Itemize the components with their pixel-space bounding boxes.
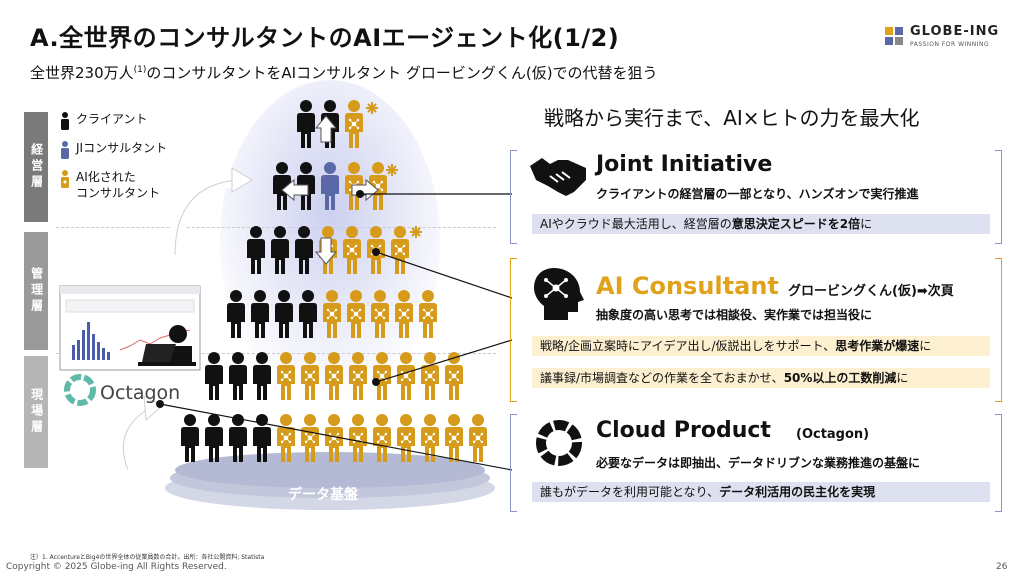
cloud-product-desc: 必要なデータは即抽出、データドリブンな業務推進の基盤に — [596, 456, 921, 470]
globe-ing-logo: GLOBE-ING PASSION FOR WINNING — [884, 22, 1004, 54]
ai-consultant-title-suffix: グロービングくん(仮)➡次頁 — [788, 284, 954, 299]
ai-brain-head-icon — [534, 268, 584, 320]
client-person-icon — [229, 352, 247, 400]
footnote: 注）1. AccentureとBig4の世界全体の従業員数の合計。出所：各社公開… — [30, 554, 265, 561]
ai-consultant-title: AI Consultant — [596, 272, 779, 300]
cloud-product-benefit: 誰もがデータを利用可能となり、データ利活用の民主化を実現 — [532, 482, 990, 502]
consultant-pyramid-diagram — [59, 80, 513, 510]
right-heading: 戦略から実行まで、AI×ヒトの力を最大化 — [544, 106, 920, 130]
legend-ji-consultant: JIコンサルタント — [60, 141, 167, 159]
cloud-product-title: Cloud Product — [596, 418, 771, 443]
page-subtitle: 全世界230万人(1)のコンサルタントをAIコンサルタント グロービングくん(仮… — [30, 64, 658, 82]
ai-consultant-desc: 抽象度の高い思考では相談役、実作業では担当役に — [596, 308, 873, 322]
page-number: 26 — [996, 562, 1008, 572]
joint-initiative-desc: クライアントの経営層の一部となり、ハンズオンで実行推進 — [596, 187, 919, 201]
octagon-logo-label: Octagon — [100, 382, 181, 404]
client-person-icon — [181, 414, 199, 462]
person-laptop-icon — [138, 325, 196, 366]
layer-label-executive: 経営層 — [24, 112, 48, 222]
exchange-arrows — [281, 115, 379, 265]
logo-name: GLOBE-ING — [910, 24, 1000, 39]
copyright: Copyright © 2025 Globe-ing All Rights Re… — [6, 562, 227, 572]
legend-client: クライアント — [60, 112, 148, 130]
logo-tagline: PASSION FOR WINNING — [910, 41, 990, 48]
joint-initiative-box: Joint Initiative クライアントの経営層の一部となり、ハンズオンで… — [510, 150, 1002, 244]
person-icon — [61, 112, 69, 130]
legend-ai-consultant: AI化されたコンサルタント — [60, 170, 160, 201]
layer-label-management: 管理層 — [24, 232, 48, 350]
joint-initiative-benefit: AIやクラウド最大活用し、経営層の意思決定スピードを2倍に — [532, 214, 990, 234]
client-person-icon — [205, 414, 223, 462]
ai-consultant-benefit-2: 議事録/市場調査などの作業を全ておまかせ、50%以上の工数削減に — [532, 368, 990, 388]
client-person-icon — [229, 414, 247, 462]
handshake-icon — [530, 158, 586, 196]
footnote-ref: (1) — [133, 65, 147, 75]
joint-initiative-title: Joint Initiative — [596, 152, 773, 177]
ai-consultant-benefit-1: 戦略/企画立案時にアイデア出し/仮説出しをサポート、思考作業が爆速に — [532, 336, 990, 356]
data-base-label: データ基盤 — [288, 487, 358, 503]
client-person-icon — [205, 352, 223, 400]
cloud-product-title-suffix: (Octagon) — [796, 427, 870, 442]
cloud-product-box: Cloud Product (Octagon) 必要なデータは即抽出、データドリ… — [510, 414, 1002, 512]
octagon-logo-icon — [64, 374, 96, 406]
curved-arrow-icon — [143, 395, 163, 422]
sparkle-icon — [366, 102, 422, 238]
logo-mark-icon — [885, 27, 903, 45]
ai-person-icon — [61, 170, 69, 188]
connector-lines — [159, 193, 513, 471]
page-title: A.全世界のコンサルタントのAIエージェント化(1/2) — [30, 24, 620, 52]
curved-arrow-icon — [231, 167, 253, 193]
layer-label-field: 現場層 — [24, 356, 48, 468]
octagon-product-icon — [536, 420, 582, 466]
person-icon — [61, 141, 69, 159]
ai-consultant-box: AI Consultant グロービングくん(仮)➡次頁 抽象度の高い思考では相… — [510, 258, 1002, 402]
